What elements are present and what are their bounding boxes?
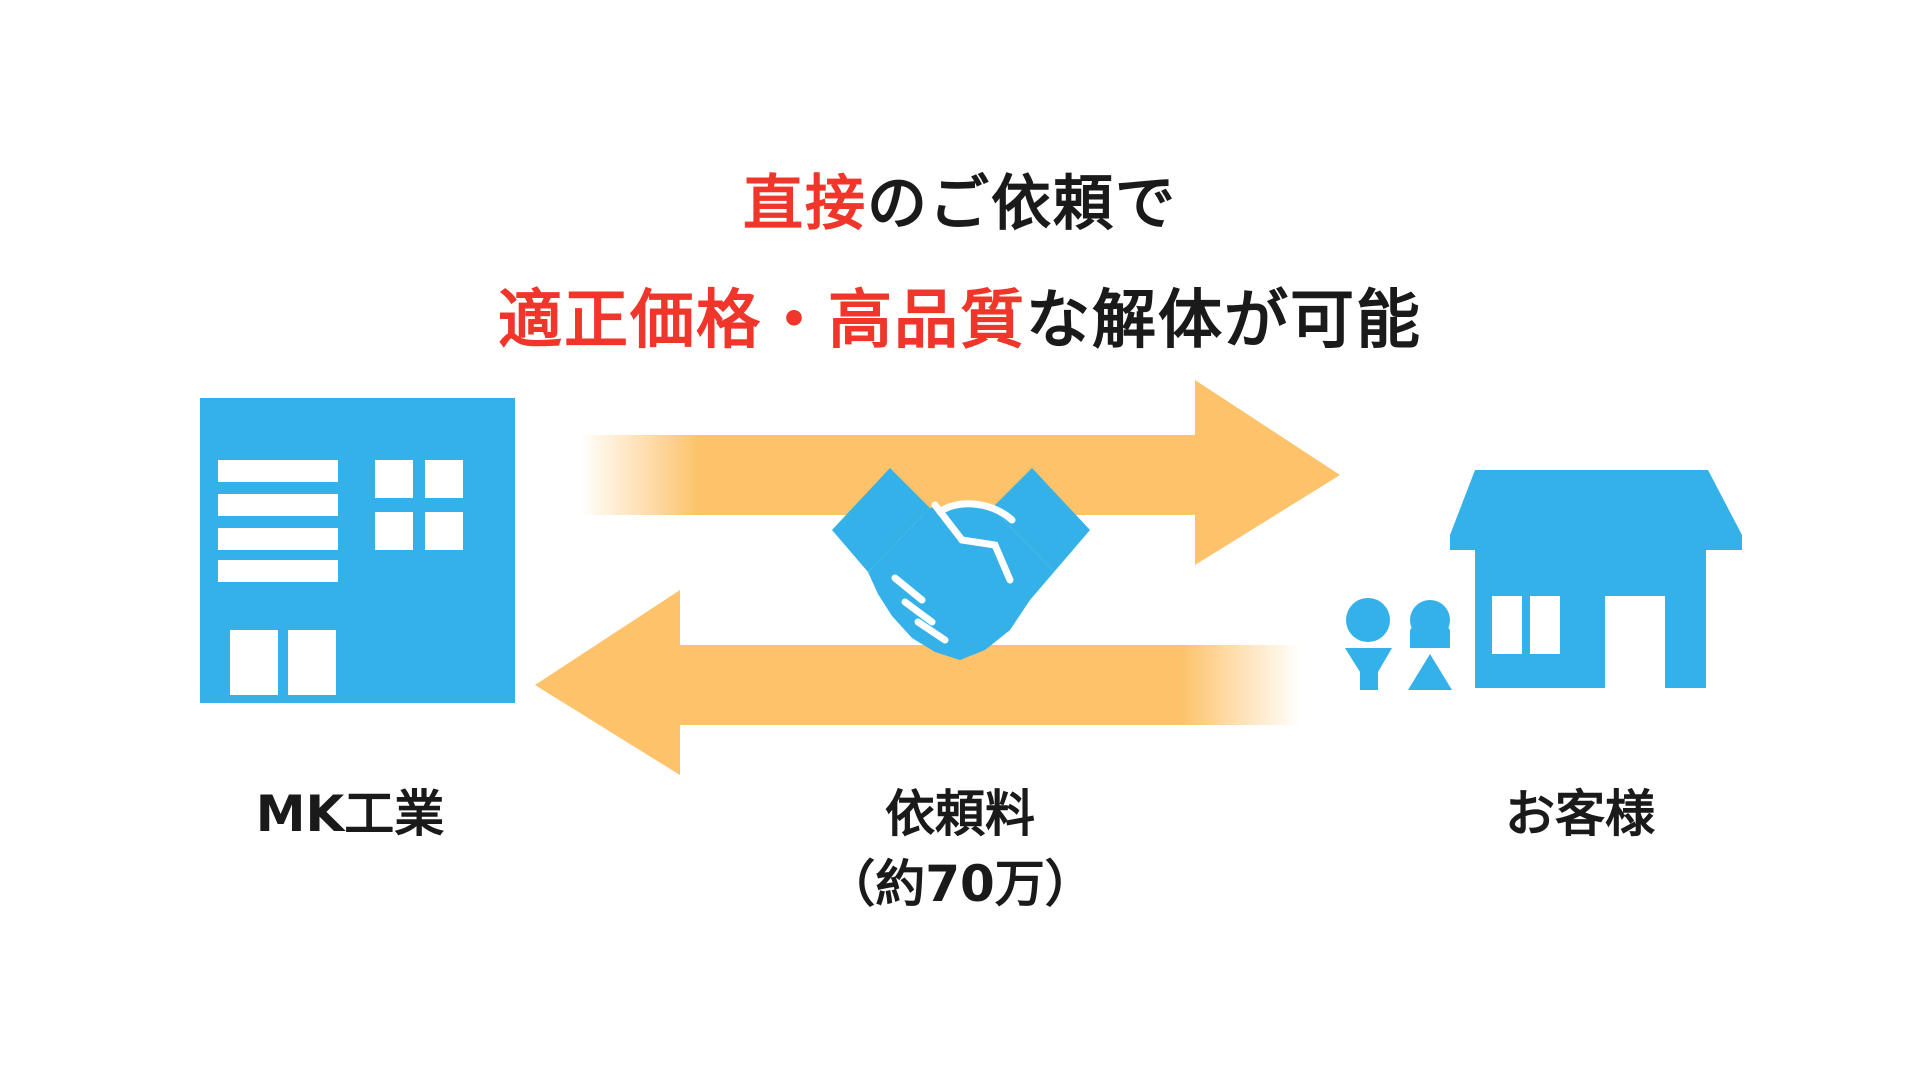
arrow-to-company — [535, 590, 1300, 775]
headline-line-2: 適正価格・高品質な解体が可能 — [0, 280, 1920, 362]
headline-line-2-accent: 適正価格・高品質 — [498, 284, 1026, 358]
family-icon — [1345, 598, 1452, 690]
headline-line-1: 直接のご依頼で — [0, 165, 1920, 243]
arrow-to-customer — [580, 380, 1340, 565]
office-building-icon — [200, 398, 515, 703]
company-label: MK工業 — [255, 785, 445, 843]
headline-line-1-accent: 直接 — [743, 169, 867, 239]
fee-label: 依頼料 — [885, 785, 1035, 843]
customer-label: お客様 — [1505, 785, 1655, 843]
headline-line-1-rest: のご依頼で — [867, 169, 1177, 239]
headline-line-2-rest: な解体が可能 — [1026, 284, 1422, 358]
handshake-icon — [832, 468, 1090, 660]
fee-detail-label: （約70万） — [825, 855, 1095, 913]
house-icon — [1450, 470, 1742, 688]
